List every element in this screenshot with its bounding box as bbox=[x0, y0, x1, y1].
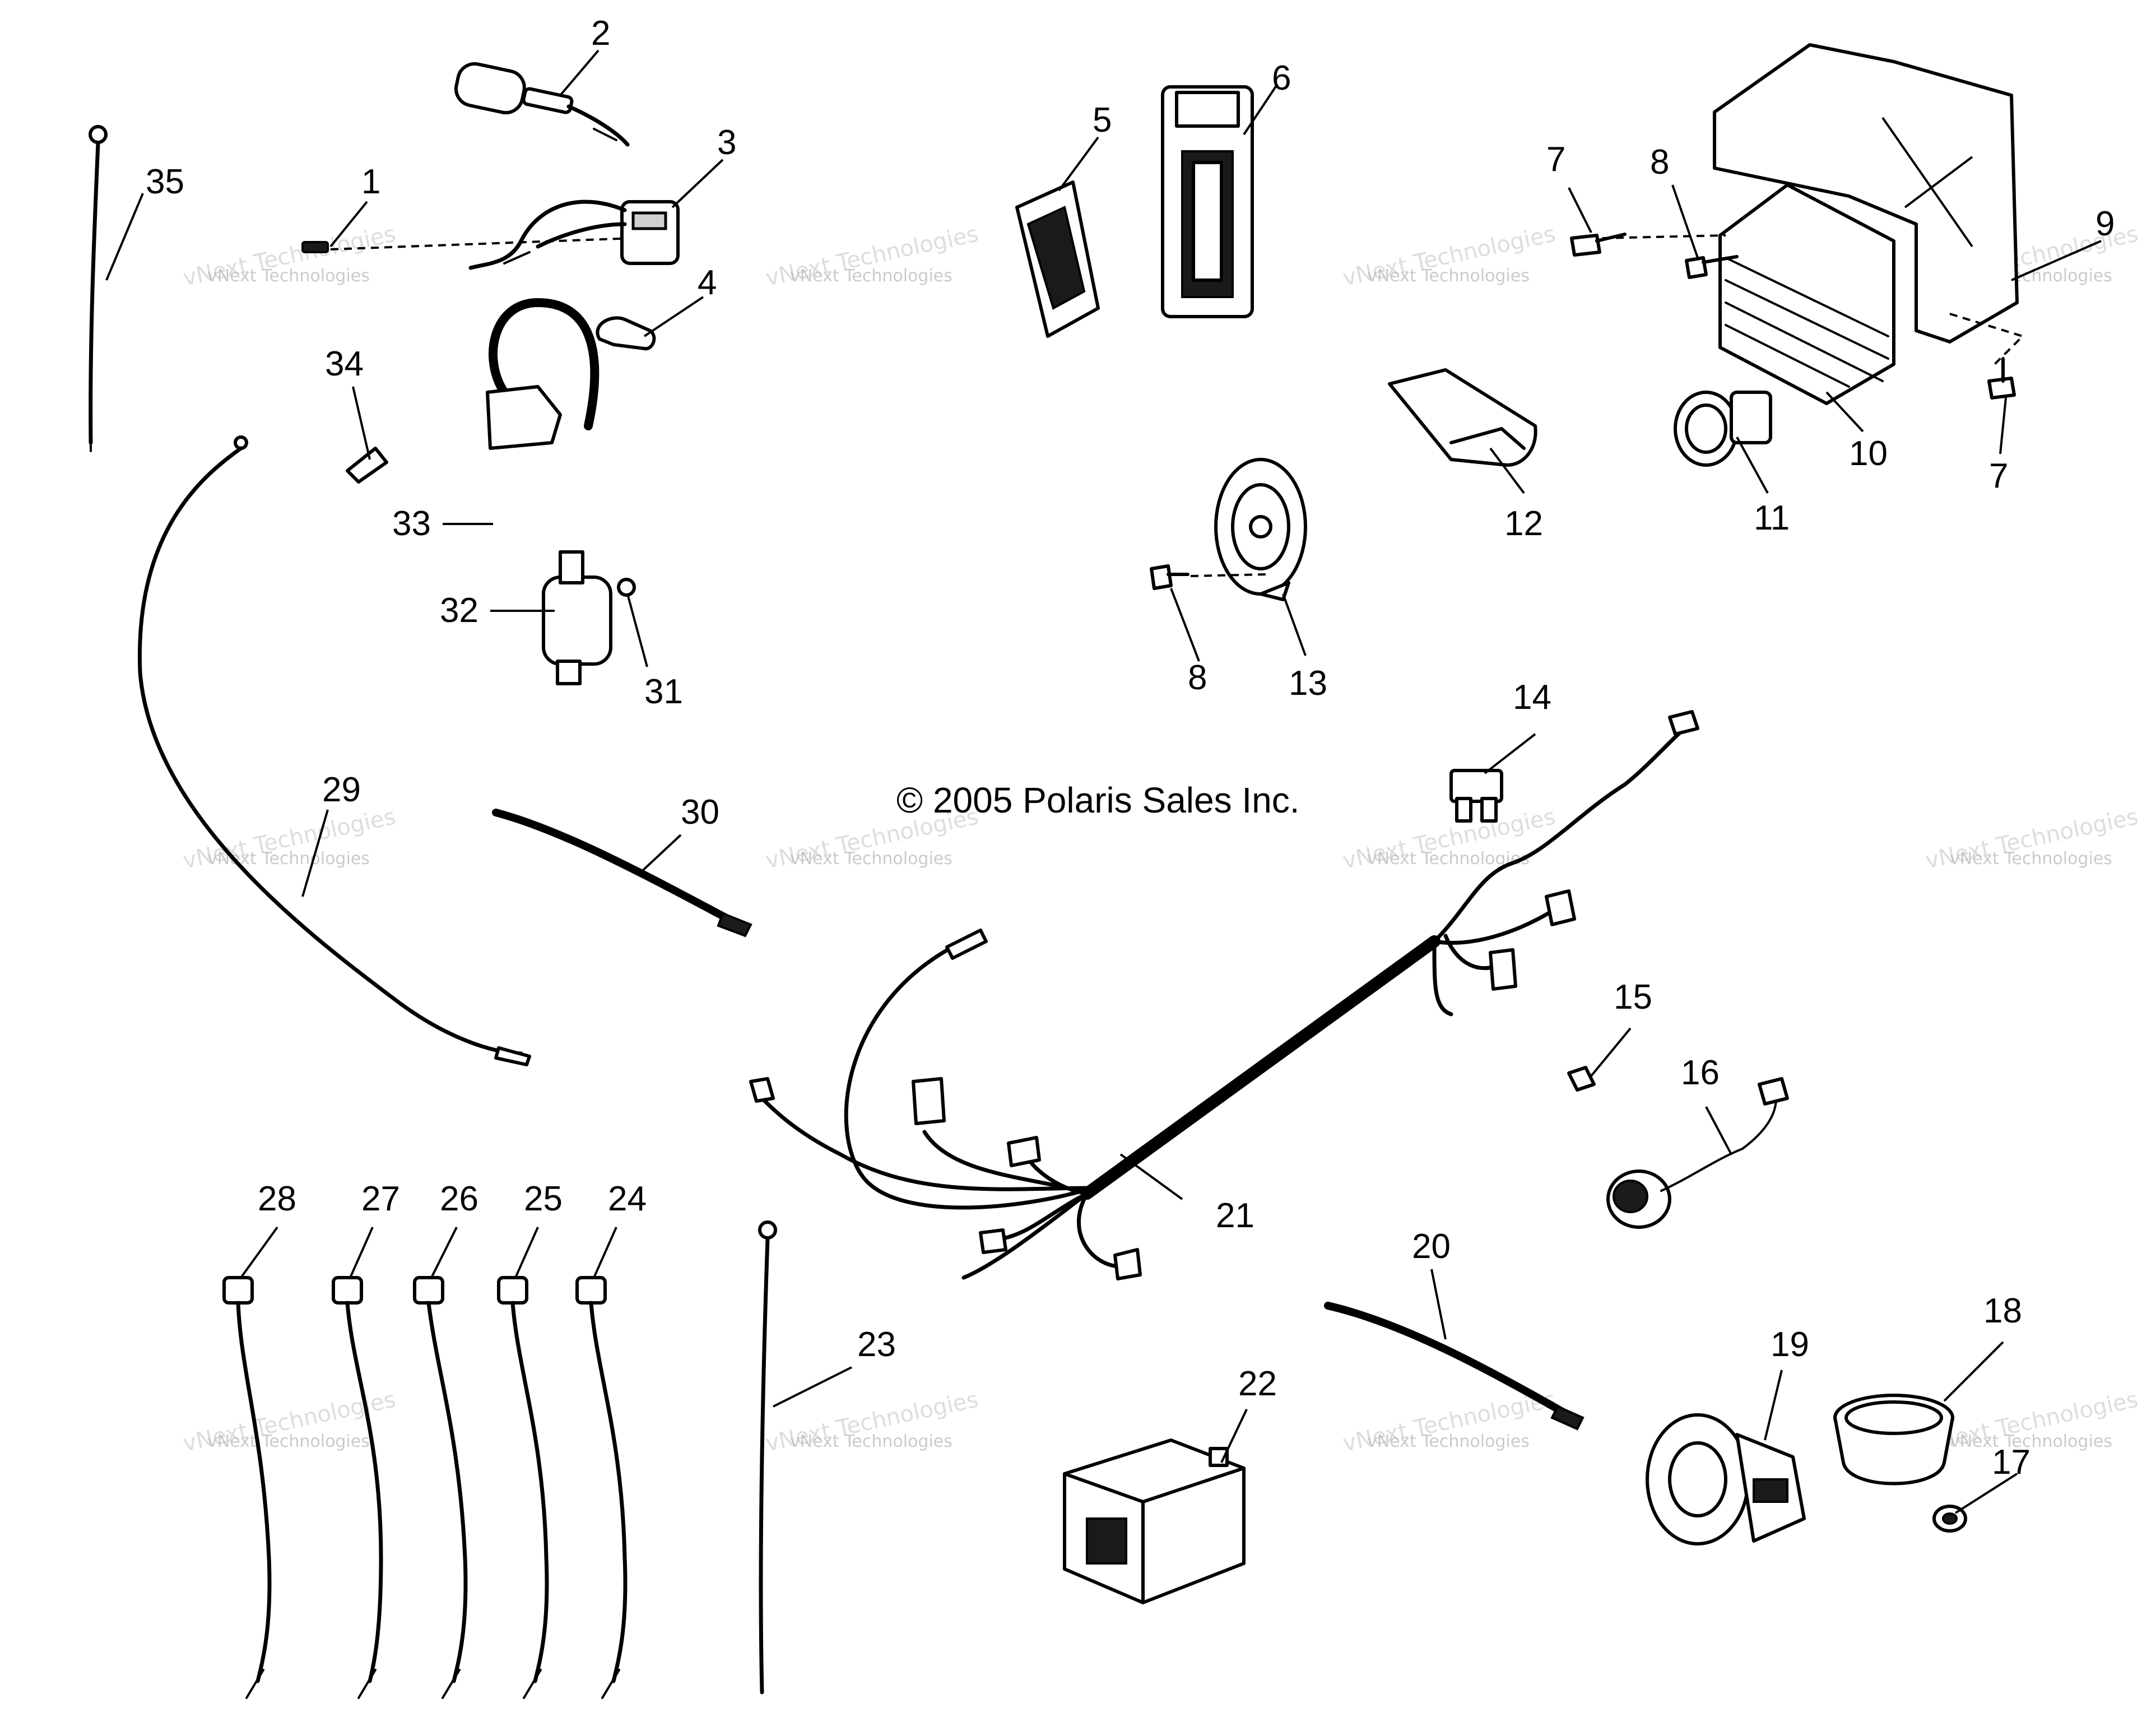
callout-9: 9 bbox=[2095, 205, 2115, 243]
svg-text:vNext Technologies: vNext Technologies bbox=[1367, 266, 1530, 286]
callout-32: 32 bbox=[440, 591, 478, 630]
part-27-socket-lead bbox=[332, 1276, 383, 1699]
callout-7b: 7 bbox=[1989, 457, 2008, 495]
part-28-socket-lead bbox=[222, 1276, 272, 1699]
svg-text:vNext Technologies: vNext Technologies bbox=[1950, 1432, 2112, 1451]
part-32-ignition-coil bbox=[542, 550, 612, 685]
callout-26: 26 bbox=[440, 1180, 478, 1218]
callout-17: 17 bbox=[1992, 1443, 2030, 1482]
part-30-strap bbox=[492, 809, 752, 937]
part-25-socket-lead bbox=[497, 1276, 549, 1699]
part-8-horn-bolt bbox=[1150, 564, 1267, 590]
part-1-connector bbox=[301, 237, 634, 253]
callout-15: 15 bbox=[1614, 978, 1652, 1017]
part-18-gauge-cup bbox=[1833, 1394, 1954, 1486]
callout-29: 29 bbox=[322, 771, 361, 809]
part-10-regulator bbox=[1718, 183, 1895, 405]
callout-1: 1 bbox=[361, 163, 380, 201]
callout-8b: 8 bbox=[1188, 658, 1207, 697]
part-35-ground-cable bbox=[89, 125, 108, 452]
callout-21: 21 bbox=[1216, 1196, 1254, 1235]
callout-33: 33 bbox=[392, 504, 431, 543]
part-14-fuse-holder bbox=[1449, 769, 1503, 823]
callout-14: 14 bbox=[1513, 678, 1551, 717]
part-21-wiring-harness bbox=[749, 710, 1699, 1280]
callout-31: 31 bbox=[644, 672, 683, 711]
svg-text:vNext Technologies: vNext Technologies bbox=[790, 1432, 952, 1451]
part-8-bolt bbox=[1685, 255, 1739, 279]
part-17-nut bbox=[1932, 1505, 1967, 1533]
part-29-speedo-cable bbox=[137, 435, 531, 1066]
callout-5: 5 bbox=[1093, 101, 1112, 140]
callout-19: 19 bbox=[1771, 1325, 1809, 1364]
part-26-socket-lead bbox=[413, 1276, 468, 1699]
part-22-battery bbox=[1063, 1438, 1246, 1604]
svg-text:vNext Technologies: vNext Technologies bbox=[207, 266, 370, 286]
callout-13: 13 bbox=[1289, 664, 1327, 703]
part-19-socket bbox=[1646, 1413, 1806, 1545]
callout-12: 12 bbox=[1504, 504, 1543, 543]
callout-7: 7 bbox=[1546, 140, 1565, 179]
callout-10: 10 bbox=[1849, 434, 1888, 473]
callout-22: 22 bbox=[1238, 1364, 1277, 1403]
leader-lines bbox=[105, 49, 2102, 1514]
part-7-bolt bbox=[1570, 233, 1726, 257]
svg-text:vNext Technologies: vNext Technologies bbox=[1367, 1432, 1530, 1451]
callout-11: 11 bbox=[1754, 499, 1790, 537]
callout-28: 28 bbox=[258, 1180, 296, 1218]
part-2-key-switch bbox=[454, 62, 630, 147]
svg-text:vNext Technologies: vNext Technologies bbox=[790, 849, 952, 869]
callout-25: 25 bbox=[524, 1180, 563, 1218]
part-16-connector-lead bbox=[1606, 1077, 1789, 1229]
part-12-pouch bbox=[1388, 368, 1537, 467]
callout-6: 6 bbox=[1272, 59, 1291, 98]
part-6-cdi-box bbox=[1161, 85, 1254, 318]
callout-3: 3 bbox=[717, 123, 736, 162]
part-15-clip bbox=[1567, 1066, 1596, 1092]
part-7-bolt-lower bbox=[1949, 313, 2025, 400]
callout-27: 27 bbox=[361, 1180, 400, 1218]
part-11-switch bbox=[1674, 391, 1772, 467]
part-31-screw bbox=[617, 578, 636, 597]
part-3-solenoid bbox=[468, 199, 680, 270]
part-4-bulb bbox=[596, 316, 656, 351]
part-5-module bbox=[1015, 180, 1100, 338]
callout-34: 34 bbox=[325, 345, 364, 383]
callout-23: 23 bbox=[857, 1325, 896, 1364]
callout-4: 4 bbox=[698, 263, 717, 302]
part-13-horn bbox=[1214, 458, 1307, 601]
copyright-notice: © 2005 Polaris Sales Inc. bbox=[896, 780, 1300, 820]
part-20-strap bbox=[1324, 1302, 1585, 1431]
part-34-clip bbox=[346, 447, 388, 484]
part-33-spark-cap bbox=[486, 298, 600, 450]
part-24-socket-lead bbox=[575, 1276, 628, 1699]
callout-24: 24 bbox=[608, 1180, 647, 1218]
callout-16: 16 bbox=[1681, 1053, 1720, 1092]
callout-labels: 1 2 3 4 5 6 7 7 8 8 9 10 11 12 13 14 15 … bbox=[146, 14, 2115, 1482]
callout-2: 2 bbox=[591, 14, 610, 53]
svg-text:vNext Technologies: vNext Technologies bbox=[207, 1432, 370, 1451]
callout-30: 30 bbox=[681, 793, 719, 832]
callout-18: 18 bbox=[1983, 1292, 2022, 1330]
svg-text:vNext Technologies: vNext Technologies bbox=[1950, 849, 2112, 869]
part-23-ground-cable bbox=[758, 1220, 777, 1695]
svg-text:vNext Technologies: vNext Technologies bbox=[790, 266, 952, 286]
callout-8: 8 bbox=[1650, 143, 1669, 182]
part-9-bracket bbox=[1713, 43, 2019, 344]
callout-20: 20 bbox=[1412, 1227, 1451, 1266]
callout-35: 35 bbox=[146, 163, 184, 201]
